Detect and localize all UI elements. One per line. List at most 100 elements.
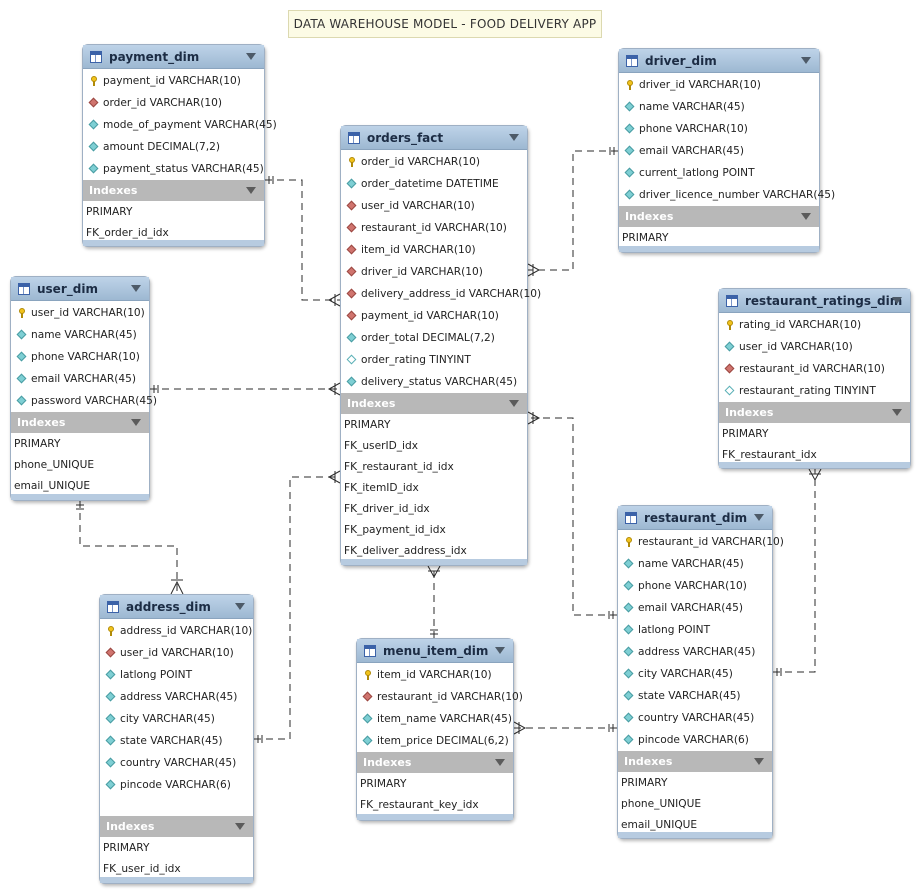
indexes-header[interactable]: Indexes (618, 751, 772, 772)
index-row[interactable]: FK_user_id_idx (103, 862, 181, 875)
chevron-down-icon[interactable] (801, 57, 811, 64)
table-driver-dim[interactable]: driver_dim driver_id VARCHAR(10)name VAR… (618, 48, 835, 253)
chevron-down-icon[interactable] (754, 514, 764, 521)
chevron-down-icon[interactable] (509, 400, 519, 407)
table-header[interactable]: payment_dim (83, 45, 264, 69)
column-row[interactable]: current_latlong POINT (619, 162, 819, 184)
table-orders-fact[interactable]: orders_fact order_id VARCHAR(10)order_da… (340, 125, 541, 566)
column-row[interactable]: payment_id VARCHAR(10) (341, 305, 527, 327)
relationship-user-orders[interactable] (150, 382, 341, 396)
column-row[interactable]: mode_of_payment VARCHAR(45) (83, 114, 277, 136)
chevron-down-icon[interactable] (246, 187, 256, 194)
relationship-address-orders[interactable] (254, 470, 341, 743)
column-row[interactable]: order_id VARCHAR(10) (341, 151, 527, 173)
column-row[interactable]: address VARCHAR(45) (618, 641, 772, 663)
index-row[interactable]: PRIMARY (103, 841, 150, 854)
relationship-menu-orders[interactable] (427, 565, 441, 638)
column-row[interactable]: restaurant_id VARCHAR(10) (341, 217, 527, 239)
column-row[interactable]: state VARCHAR(45) (100, 730, 253, 752)
index-row[interactable]: email_UNIQUE (14, 479, 91, 492)
column-row[interactable]: pincode VARCHAR(6) (618, 729, 772, 751)
indexes-header[interactable]: Indexes (341, 393, 527, 414)
column-row[interactable]: latlong POINT (100, 664, 253, 686)
relationship-restaurant-menu[interactable] (513, 721, 617, 735)
column-row[interactable]: order_rating TINYINT (341, 349, 527, 371)
column-row[interactable]: restaurant_id VARCHAR(10) (618, 531, 784, 553)
chevron-down-icon[interactable] (235, 603, 245, 610)
chevron-down-icon[interactable] (131, 419, 141, 426)
chevron-down-icon[interactable] (131, 285, 141, 292)
column-row[interactable]: country VARCHAR(45) (618, 707, 772, 729)
table-header[interactable]: restaurant_ratings_dim (719, 289, 910, 313)
column-row[interactable]: user_id VARCHAR(10) (719, 336, 910, 358)
index-row[interactable]: PRIMARY (622, 231, 669, 244)
index-row[interactable]: PRIMARY (360, 777, 407, 790)
relationship-restaurant-ratings[interactable] (773, 468, 822, 676)
chevron-down-icon[interactable] (246, 53, 256, 60)
index-row[interactable]: FK_driver_id_idx (344, 502, 430, 515)
chevron-down-icon[interactable] (892, 409, 902, 416)
column-row[interactable]: driver_licence_number VARCHAR(45) (619, 184, 835, 206)
index-row[interactable]: FK_restaurant_idx (722, 448, 817, 461)
column-row[interactable]: item_id VARCHAR(10) (341, 239, 527, 261)
table-restaurant-ratings-dim[interactable]: restaurant_ratings_dim rating_id VARCHAR… (718, 288, 911, 469)
column-row[interactable]: city VARCHAR(45) (100, 708, 253, 730)
index-row[interactable]: PRIMARY (86, 205, 133, 218)
column-row[interactable]: order_id VARCHAR(10) (83, 92, 264, 114)
column-row[interactable]: restaurant_id VARCHAR(10) (357, 686, 523, 708)
table-payment-dim[interactable]: payment_dim payment_id VARCHAR(10)order_… (82, 44, 277, 247)
column-row[interactable]: order_datetime DATETIME (341, 173, 527, 195)
column-row[interactable]: latlong POINT (618, 619, 772, 641)
chevron-down-icon[interactable] (892, 297, 902, 304)
column-row[interactable]: phone VARCHAR(10) (11, 346, 149, 368)
table-restaurant-dim[interactable]: restaurant_dim restaurant_id VARCHAR(10)… (617, 505, 784, 839)
table-header[interactable]: user_dim (11, 277, 149, 301)
column-row[interactable]: pincode VARCHAR(6) (100, 774, 253, 796)
chevron-down-icon[interactable] (235, 823, 245, 830)
index-row[interactable]: FK_deliver_address_idx (344, 544, 467, 557)
column-row[interactable]: restaurant_id VARCHAR(10) (719, 358, 910, 380)
relationship-driver-orders[interactable] (527, 147, 618, 277)
index-row[interactable]: PRIMARY (344, 418, 391, 431)
column-row[interactable]: item_name VARCHAR(45) (357, 708, 513, 730)
index-row[interactable]: email_UNIQUE (621, 818, 698, 831)
indexes-header[interactable]: Indexes (719, 402, 910, 423)
index-row[interactable]: FK_userID_idx (344, 439, 418, 452)
column-row[interactable]: order_total DECIMAL(7,2) (341, 327, 527, 349)
column-row[interactable]: name VARCHAR(45) (11, 324, 149, 346)
table-header[interactable]: address_dim (100, 595, 253, 619)
table-header[interactable]: driver_dim (619, 49, 819, 73)
column-row[interactable]: user_id VARCHAR(10) (341, 195, 527, 217)
index-row[interactable]: PRIMARY (621, 776, 668, 789)
column-row[interactable]: email VARCHAR(45) (618, 597, 772, 619)
index-row[interactable]: PRIMARY (722, 427, 769, 440)
column-row[interactable]: phone VARCHAR(10) (618, 575, 772, 597)
column-row[interactable]: email VARCHAR(45) (11, 368, 149, 390)
column-row[interactable]: restaurant_rating TINYINT (719, 380, 910, 402)
column-row[interactable]: driver_id VARCHAR(10) (619, 74, 819, 96)
column-row[interactable]: delivery_status VARCHAR(45) (341, 371, 527, 393)
column-row[interactable]: email VARCHAR(45) (619, 140, 819, 162)
table-header[interactable]: orders_fact (341, 126, 527, 150)
indexes-header[interactable]: Indexes (357, 752, 513, 773)
column-row[interactable]: address_id VARCHAR(10) (100, 620, 253, 642)
index-row[interactable]: FK_order_id_idx (86, 226, 169, 239)
column-row[interactable]: rating_id VARCHAR(10) (719, 314, 910, 336)
column-row[interactable]: user_id VARCHAR(10) (11, 302, 149, 324)
column-row[interactable]: payment_status VARCHAR(45) (83, 158, 264, 180)
chevron-down-icon[interactable] (495, 647, 505, 654)
chevron-down-icon[interactable] (509, 134, 519, 141)
index-row[interactable]: FK_payment_id_idx (344, 523, 446, 536)
table-user-dim[interactable]: user_dim user_id VARCHAR(10)name VARCHAR… (10, 276, 157, 501)
column-row[interactable]: item_id VARCHAR(10) (357, 664, 513, 686)
column-row[interactable]: country VARCHAR(45) (100, 752, 253, 774)
chevron-down-icon[interactable] (754, 758, 764, 765)
table-header[interactable]: restaurant_dim (618, 506, 772, 530)
chevron-down-icon[interactable] (495, 759, 505, 766)
table-address-dim[interactable]: address_dim address_id VARCHAR(10)user_i… (99, 594, 254, 884)
index-row[interactable]: phone_UNIQUE (621, 797, 702, 810)
indexes-header[interactable]: Indexes (100, 816, 253, 837)
column-row[interactable]: state VARCHAR(45) (618, 685, 772, 707)
relationship-restaurant-orders[interactable] (527, 411, 617, 619)
column-row[interactable]: password VARCHAR(45) (11, 390, 157, 412)
